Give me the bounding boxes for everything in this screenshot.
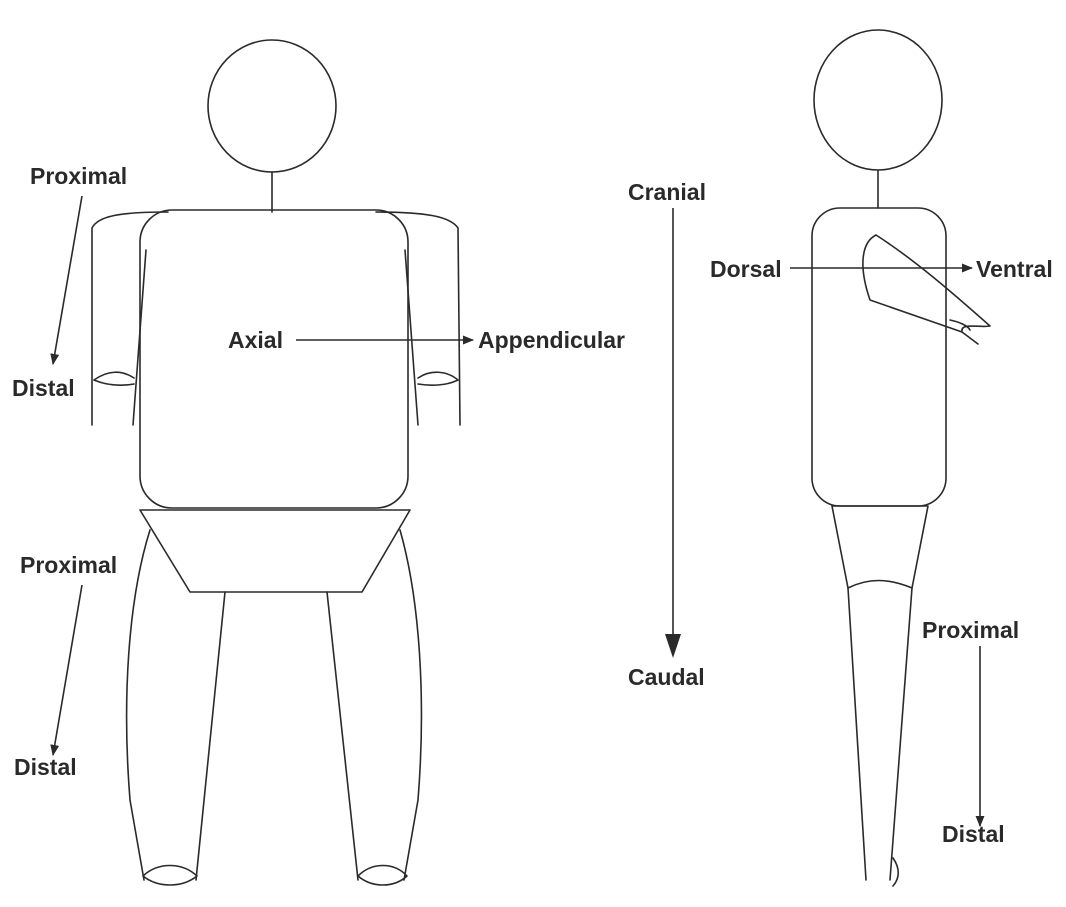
side-head (814, 30, 942, 170)
front-left-elbow (94, 372, 134, 385)
side-arm (863, 235, 990, 332)
front-leg-distal-label: Distal (14, 754, 77, 780)
front-right-elbow (418, 372, 458, 385)
front-right-arm (376, 212, 460, 425)
front-right-arm-inner (405, 250, 418, 425)
front-leg-arrow (53, 585, 82, 755)
front-left-knee (143, 866, 197, 886)
cranial-caudal-arrowhead (665, 634, 681, 658)
side-hand (950, 320, 978, 344)
dorsal-label: Dorsal (710, 256, 782, 282)
side-leg-proximal-label: Proximal (922, 617, 1019, 643)
side-leg-distal-label: Distal (942, 821, 1005, 847)
side-figure (812, 30, 990, 886)
front-pelvis (140, 510, 410, 592)
front-right-leg-inner (327, 592, 358, 880)
axial-label: Axial (228, 327, 283, 353)
front-left-leg-outer (127, 530, 150, 880)
front-torso (140, 210, 408, 508)
ventral-label: Ventral (976, 256, 1053, 282)
front-left-arm (92, 212, 168, 425)
front-right-leg-outer (400, 530, 421, 880)
front-leg-proximal-label: Proximal (20, 552, 117, 578)
side-leg (848, 588, 912, 880)
front-arm-distal-label: Distal (12, 375, 75, 401)
side-hip (832, 506, 928, 588)
caudal-label: Caudal (628, 664, 705, 690)
front-head (208, 40, 336, 172)
side-torso (812, 208, 946, 506)
front-figure (92, 40, 460, 885)
front-right-knee (358, 866, 407, 886)
front-arm-proximal-label: Proximal (30, 163, 127, 189)
cranial-label: Cranial (628, 179, 706, 205)
appendicular-label: Appendicular (478, 327, 625, 353)
front-left-leg-inner (196, 592, 225, 880)
side-knee (893, 858, 898, 886)
front-arm-arrow (53, 196, 82, 364)
